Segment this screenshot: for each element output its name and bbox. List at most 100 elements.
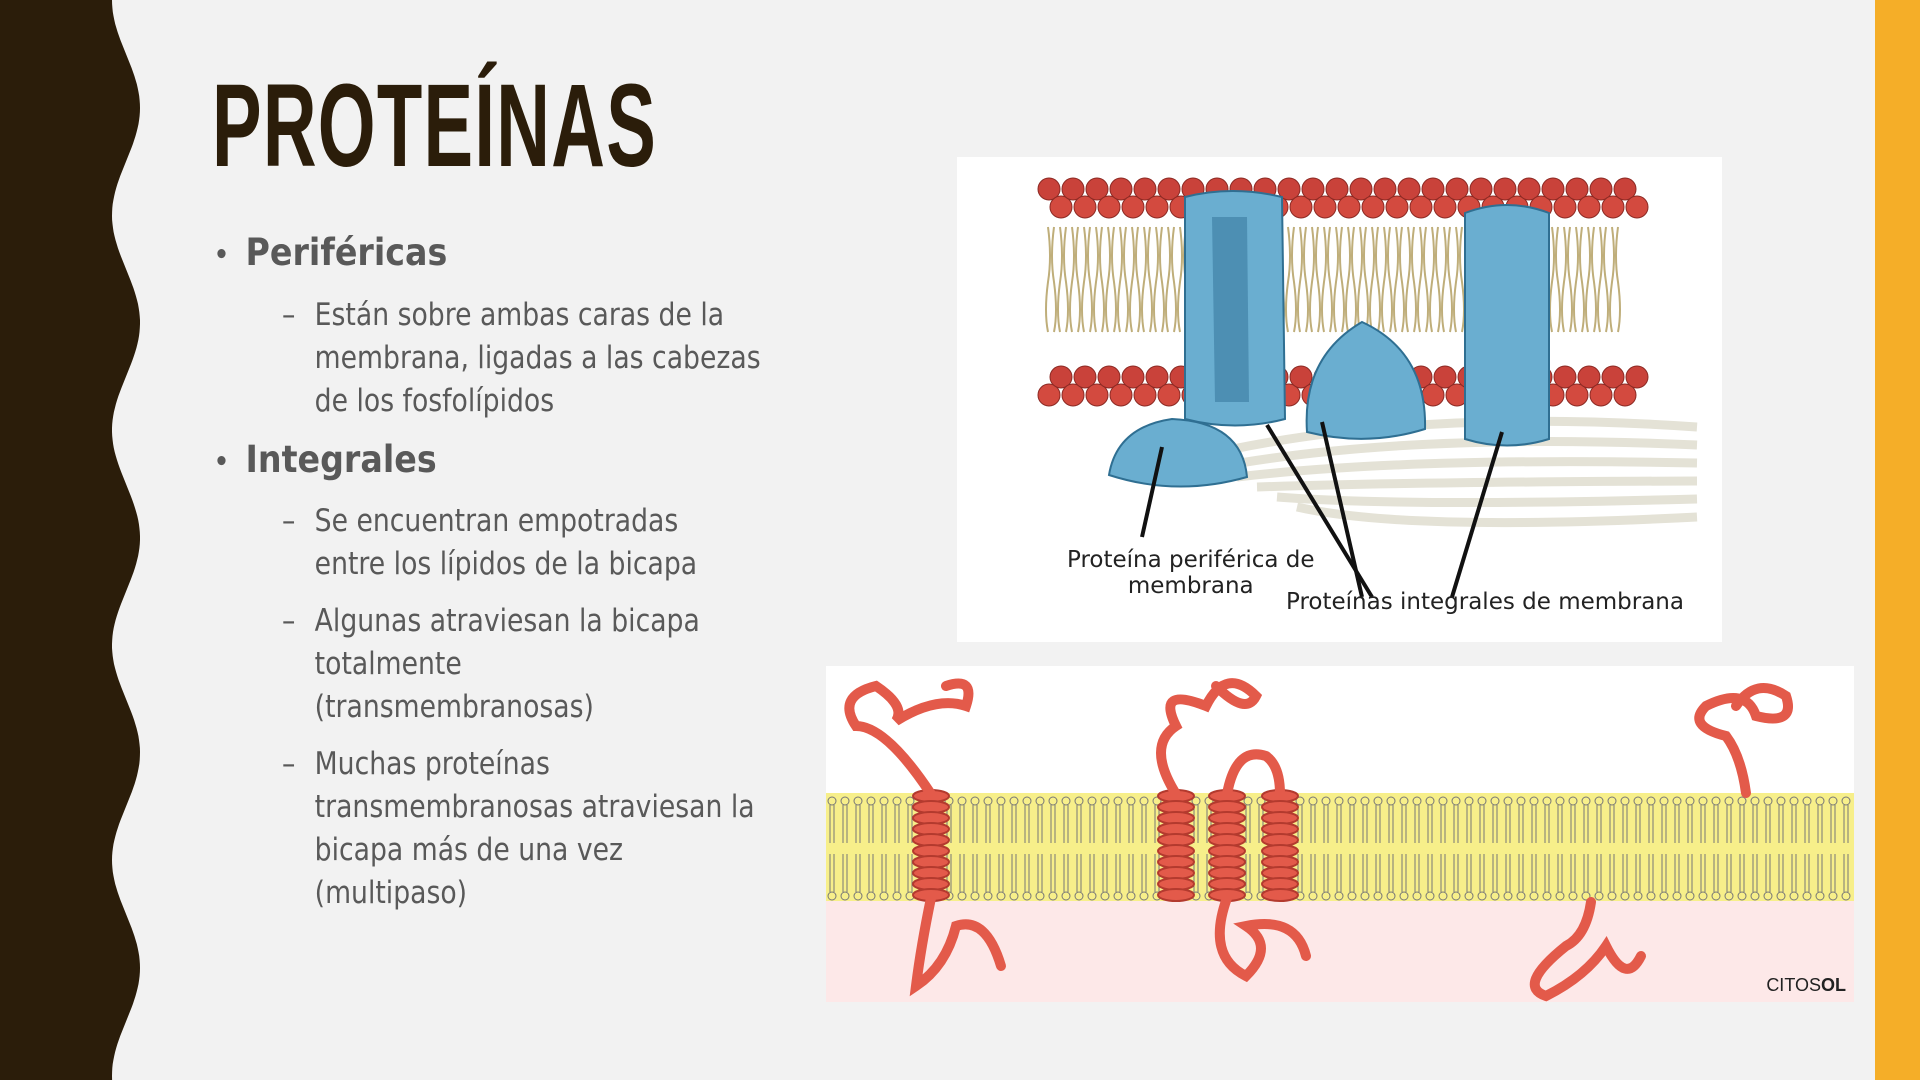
lipid-head xyxy=(1445,177,1469,201)
filament xyxy=(1256,476,1698,492)
lipid-head xyxy=(1121,365,1145,389)
protein-chain xyxy=(1529,897,1646,1002)
lipid-head xyxy=(1397,177,1421,201)
lipid-head xyxy=(1577,195,1601,219)
lipid-head xyxy=(1601,365,1625,389)
lipid-head xyxy=(1589,177,1613,201)
lipid-head xyxy=(1145,195,1169,219)
lipid-head xyxy=(1553,365,1577,389)
lipid-head xyxy=(1145,365,1169,389)
sub-bullet-line: totalmente xyxy=(314,646,462,682)
dash-icon: – xyxy=(282,503,296,539)
filament xyxy=(1276,492,1698,508)
protein-chain xyxy=(1214,893,1311,983)
sub-bullet-line: Muchas proteínas xyxy=(314,746,550,782)
slide-title: PROTEÍNAS xyxy=(212,60,658,192)
filament xyxy=(1236,457,1698,482)
lipid-head xyxy=(1517,177,1541,201)
sub-bullet-line: Se encuentran empotradas xyxy=(314,503,679,539)
lipid-head xyxy=(1061,383,1085,407)
sub-bullet-line: bicapa más de una vez xyxy=(314,832,623,868)
filament xyxy=(1195,416,1698,462)
lipid-head xyxy=(1037,177,1061,201)
lipid-head xyxy=(1049,195,1073,219)
bullet-label: Periféricas xyxy=(245,231,448,274)
transmembrane-proteins-diagram: CITOSOL xyxy=(826,666,1854,1002)
lipid-head xyxy=(1061,177,1085,201)
sub-bullet-line: (transmembranosas) xyxy=(314,689,594,725)
filament xyxy=(1216,436,1698,472)
helix-turn xyxy=(1261,888,1299,902)
protein-chain xyxy=(844,678,974,799)
bullet-integrales: • Integrales xyxy=(214,438,437,481)
sub-bullet-line: (multipaso) xyxy=(314,875,468,911)
citosol-logo: CITOSOL xyxy=(1766,975,1846,995)
peripheral-protein xyxy=(1107,417,1249,488)
lipid-head xyxy=(1565,383,1589,407)
lipid-head xyxy=(1409,195,1433,219)
lipid-head xyxy=(1109,383,1133,407)
integral-protein xyxy=(1305,320,1427,440)
lipid-head xyxy=(1433,365,1457,389)
pointer-line xyxy=(1140,446,1164,538)
accent-bar xyxy=(1875,0,1920,1080)
lipid-head xyxy=(1433,195,1457,219)
pointer-line xyxy=(1450,431,1504,598)
lipid-head xyxy=(1385,195,1409,219)
protein-chain xyxy=(909,893,1006,997)
lipid-head xyxy=(1625,365,1649,389)
dash-icon: – xyxy=(282,297,296,333)
lipid-head xyxy=(1601,195,1625,219)
lipid-head xyxy=(1613,383,1637,407)
lipid-head xyxy=(1301,177,1325,201)
lipid-head xyxy=(1121,195,1145,219)
lipid-head xyxy=(1085,383,1109,407)
lipid-head xyxy=(1157,177,1181,201)
lipid-head xyxy=(1421,177,1445,201)
lipid-head xyxy=(1133,383,1157,407)
lipid-head xyxy=(1277,177,1301,201)
pointer-line xyxy=(1320,421,1364,598)
bullet-periféricas: • Periféricas xyxy=(214,231,447,274)
dash-icon: – xyxy=(282,746,296,782)
lipid-head xyxy=(1289,195,1313,219)
lipid-bilayer xyxy=(826,793,1854,901)
lipid-head xyxy=(1073,365,1097,389)
protein-chain xyxy=(1694,683,1793,798)
lipid-head xyxy=(1349,177,1373,201)
lipid-head xyxy=(1133,177,1157,201)
lipid-head xyxy=(1325,177,1349,201)
lipid-head xyxy=(1097,195,1121,219)
bullet-icon: • xyxy=(214,239,229,270)
lipid-head xyxy=(1589,383,1613,407)
helix-turn xyxy=(1157,888,1195,902)
lipid-head xyxy=(1049,365,1073,389)
lipid-head xyxy=(1289,365,1313,389)
sub-bullet-line: Están sobre ambas caras de la xyxy=(314,297,725,333)
lipid-head xyxy=(1037,383,1061,407)
bullet-label: Integrales xyxy=(245,438,437,481)
lipid-head xyxy=(1577,365,1601,389)
decorative-wavy-band xyxy=(0,0,140,1080)
sub-bullet-line: Algunas atraviesan la bicapa xyxy=(314,603,700,639)
lipid-head xyxy=(1469,177,1493,201)
lipid-head xyxy=(1109,177,1133,201)
sub-bullet-line: entre los lípidos de la bicapa xyxy=(314,546,698,582)
lipid-head xyxy=(1553,195,1577,219)
sub-bullet-line: membrana, ligadas a las cabezas xyxy=(314,340,761,376)
bullet-icon: • xyxy=(214,446,229,477)
transmembrane-protein xyxy=(1464,204,1550,447)
lipid-head xyxy=(1097,365,1121,389)
lipid-head xyxy=(1361,195,1385,219)
label-integral-proteins: Proteínas integrales de membrana xyxy=(1286,589,1684,615)
lipid-head xyxy=(1613,177,1637,201)
protein-chain xyxy=(1156,678,1263,799)
sub-bullet-line: transmembranosas atraviesan la xyxy=(314,789,755,825)
lipid-head xyxy=(1157,383,1181,407)
lipid-head xyxy=(1565,177,1589,201)
lipid-head xyxy=(1493,177,1517,201)
lipid-head xyxy=(1625,195,1649,219)
lipid-head xyxy=(1541,177,1565,201)
filament xyxy=(1296,502,1698,528)
